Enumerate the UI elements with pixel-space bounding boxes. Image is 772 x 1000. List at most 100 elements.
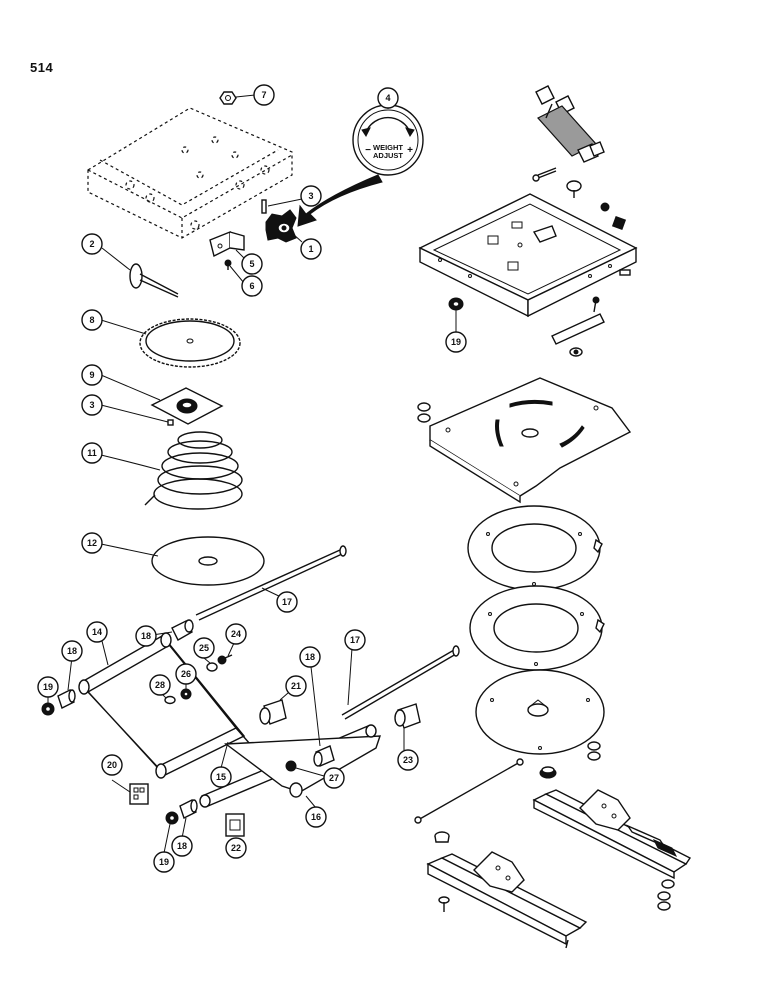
callout-20: 20	[101, 754, 123, 776]
svg-text:12: 12	[87, 538, 97, 548]
callout-18-a: 18	[135, 625, 157, 647]
svg-text:1: 1	[308, 244, 313, 254]
part-7-nut	[219, 91, 237, 105]
rail-bolt	[438, 896, 450, 912]
svg-text:17: 17	[350, 635, 360, 645]
svg-text:23: 23	[403, 755, 413, 765]
callout-19-left: 19	[37, 676, 59, 698]
part-8-sprocket	[139, 318, 241, 368]
dial-arrow-icon	[297, 174, 383, 227]
dial-adjust-label: ADJUST	[373, 151, 403, 160]
link-rod	[414, 758, 524, 824]
dial-minus-label: −	[365, 145, 371, 156]
part-12-disc	[151, 536, 265, 586]
callout-4: 4	[377, 87, 399, 109]
part-22-block	[225, 813, 245, 837]
callout-14: 14	[86, 621, 108, 643]
callout-25: 25	[193, 637, 215, 659]
svg-text:6: 6	[249, 281, 254, 291]
callout-5: 5	[241, 253, 263, 275]
part-20-block	[129, 783, 149, 805]
svg-text:18: 18	[67, 646, 77, 656]
rail-cap	[539, 766, 557, 779]
callout-2: 2	[81, 233, 103, 255]
callout-3-upper: 3	[300, 185, 322, 207]
dial-plus-label: +	[407, 145, 413, 156]
hardware-bolt	[532, 167, 557, 182]
part-26-nut	[180, 688, 192, 700]
dial-weight-label: WEIGHT	[373, 143, 403, 152]
callout-8: 8	[81, 309, 103, 331]
base-nuts	[587, 741, 601, 761]
part-18-bushing-bottom	[179, 799, 198, 819]
svg-text:28: 28	[155, 680, 165, 690]
callout-12: 12	[81, 532, 103, 554]
svg-text:2: 2	[89, 239, 94, 249]
svg-text:26: 26	[181, 669, 191, 679]
slide-rail-lower	[426, 851, 588, 949]
callout-18-mid: 18	[299, 646, 321, 668]
swivel-plate	[429, 377, 632, 504]
slide-rail-upper	[532, 789, 692, 880]
svg-text:4: 4	[385, 93, 390, 103]
svg-text:16: 16	[311, 812, 321, 822]
part-11-spring	[144, 431, 243, 510]
seat-frame-tray	[418, 193, 638, 318]
svg-text:17: 17	[282, 597, 292, 607]
callout-21: 21	[285, 675, 307, 697]
callout-26: 26	[175, 663, 197, 685]
svg-text:18: 18	[141, 631, 151, 641]
hardware-pin	[619, 269, 631, 276]
part-21-block	[259, 699, 287, 725]
weight-adjust-dial: − + WEIGHT ADJUST	[352, 104, 424, 176]
callout-1: 1	[300, 238, 322, 260]
shock-absorber	[535, 85, 605, 163]
part-14-frame	[78, 632, 251, 779]
part-18-bushing-left	[57, 689, 76, 709]
part-3-pin-top	[261, 199, 267, 214]
svg-text:27: 27	[329, 773, 339, 783]
part-1-knob	[265, 209, 297, 243]
part-24-screw	[217, 654, 233, 665]
svg-text:3: 3	[89, 400, 94, 410]
part-18-bushing-a	[171, 619, 194, 641]
svg-text:11: 11	[87, 448, 97, 458]
callout-17-upper: 17	[276, 591, 298, 613]
svg-text:18: 18	[305, 652, 315, 662]
rail-nuts-lower	[657, 891, 671, 911]
callout-19-right: 19	[445, 331, 467, 353]
callout-15: 15	[210, 766, 232, 788]
part-25-washer	[206, 662, 218, 672]
hardware-button	[566, 180, 582, 198]
part-5-bracket	[209, 230, 245, 258]
svg-text:24: 24	[231, 629, 241, 639]
callout-27: 27	[323, 767, 345, 789]
svg-text:25: 25	[199, 643, 209, 653]
part-19-washer-left	[41, 702, 55, 716]
callout-7: 7	[253, 84, 275, 106]
svg-text:8: 8	[89, 315, 94, 325]
svg-text:7: 7	[261, 90, 266, 100]
part-6-screw	[224, 259, 232, 270]
svg-text:3: 3	[308, 191, 313, 201]
part-23-block	[394, 703, 421, 729]
hardware-pad	[611, 215, 627, 231]
svg-text:19: 19	[451, 337, 461, 347]
callout-6: 6	[241, 275, 263, 297]
part-9-plate	[150, 387, 224, 425]
svg-text:19: 19	[159, 857, 169, 867]
swivel-plate-nuts	[417, 402, 431, 423]
part-3-pin-lower	[167, 419, 174, 426]
hardware-nut-a	[600, 202, 610, 212]
page-number: 514	[30, 60, 54, 75]
callout-24: 24	[225, 623, 247, 645]
svg-text:5: 5	[249, 259, 254, 269]
callout-18-left: 18	[61, 640, 83, 662]
annular-plate-1	[467, 505, 603, 591]
svg-text:20: 20	[107, 760, 117, 770]
part-27-nut	[285, 760, 297, 772]
rail-nut-upper	[661, 879, 675, 889]
rail-cap-left	[434, 831, 450, 843]
callout-16: 16	[305, 806, 327, 828]
